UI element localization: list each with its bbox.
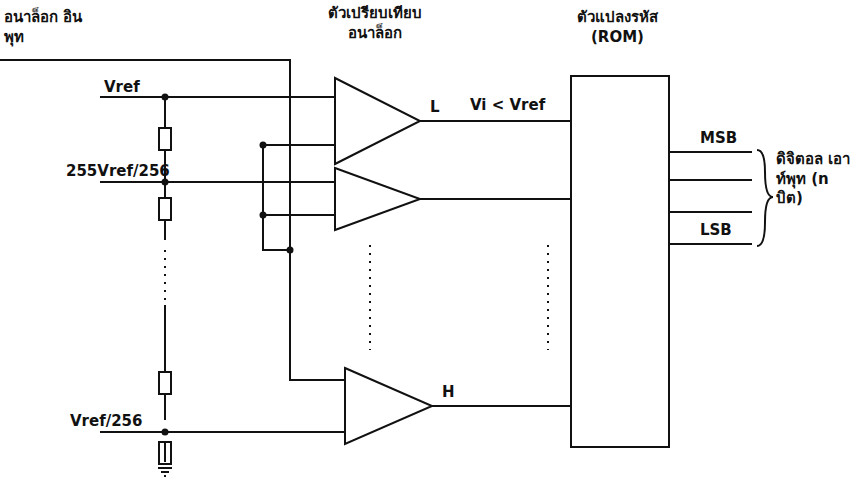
signal-label: H: [442, 383, 462, 403]
junction-dot: [260, 212, 267, 219]
output-bracket: [757, 150, 773, 246]
junction-dot: [260, 142, 267, 149]
comparator-output-wire: [420, 120, 570, 122]
resistor-symbol: [159, 442, 171, 464]
ground-symbol: [158, 468, 172, 476]
reference-wire: [100, 96, 335, 98]
resistor-symbol: [159, 128, 171, 150]
signal-label: ตัวเปรียบเทียบ อนาล็อก: [300, 4, 450, 43]
rom-box: [570, 75, 670, 448]
comparator-symbol: [335, 168, 420, 230]
signal-label: Vi < Vref: [470, 96, 560, 116]
input-branch-wire: [263, 214, 335, 216]
signal-label: ดิจิตอล เอาท์พุท (n บิต): [776, 150, 856, 209]
junction-dot: [287, 247, 294, 254]
digital-output-wire: [670, 152, 752, 244]
signal-label: MSB: [700, 129, 750, 149]
block-heading: ตัวแปลงรหัส (ROM): [560, 8, 675, 47]
analog-input-wire: [0, 60, 345, 380]
reference-wire: [100, 181, 335, 183]
signal-label: L: [430, 98, 450, 118]
comparator-symbol: [345, 368, 432, 444]
encoder-block: ตัวแปลงรหัส (ROM): [560, 8, 675, 448]
signal-label: 255Vref/256: [66, 162, 176, 182]
reference-wire: [100, 431, 345, 433]
resistor-symbol: [159, 198, 171, 220]
signal-label: Vref: [104, 78, 164, 98]
resistor-symbol: [159, 372, 171, 394]
junction-dot: [162, 94, 169, 101]
input-branch-wire: [263, 145, 335, 250]
comparator-continuation: [369, 245, 371, 350]
signal-label: อนาล็อก อินพุท: [4, 8, 84, 47]
ladder-continuation: [164, 250, 166, 300]
ladder-wire: [164, 97, 166, 462]
output-continuation: [547, 245, 549, 350]
signal-label: LSB: [700, 221, 750, 241]
comparator-symbol: [335, 78, 420, 164]
signal-label: Vref/256: [70, 412, 160, 432]
junction-dot: [162, 429, 169, 436]
comparator-output-wire: [420, 198, 570, 200]
comparator-output-wire: [432, 405, 570, 407]
